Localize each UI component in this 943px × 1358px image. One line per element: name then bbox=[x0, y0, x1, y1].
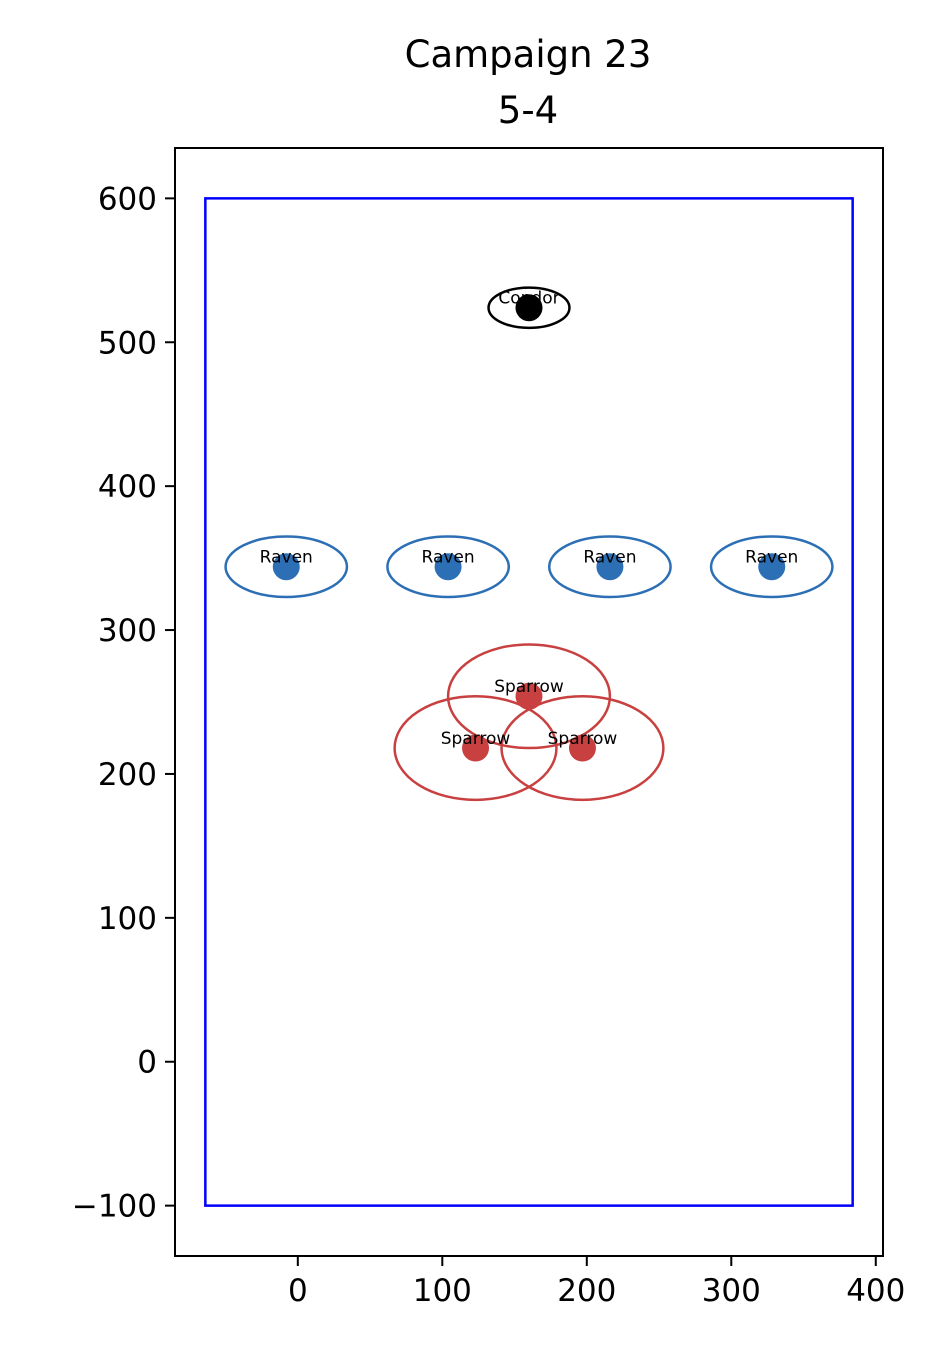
unit-point bbox=[515, 294, 543, 322]
y-tick-label: 400 bbox=[98, 469, 157, 505]
chart-subtitle: 5-4 bbox=[498, 89, 558, 132]
chart-title: Campaign 23 bbox=[405, 33, 652, 76]
x-tick-label: 100 bbox=[413, 1273, 472, 1309]
unit-range-ellipse bbox=[487, 286, 571, 330]
unit-label: Raven bbox=[260, 548, 313, 568]
y-tick-label: 500 bbox=[98, 325, 157, 361]
x-tick-label: 200 bbox=[557, 1273, 616, 1309]
unit-label: Condor bbox=[498, 289, 559, 309]
y-tick-label: 300 bbox=[98, 613, 157, 649]
x-tick-label: 300 bbox=[702, 1273, 761, 1309]
unit-label: Sparrow bbox=[494, 677, 564, 697]
unit-point bbox=[434, 553, 462, 581]
y-tick-label: 0 bbox=[137, 1045, 157, 1081]
unit-range-ellipse bbox=[224, 535, 349, 599]
y-tick-label: −100 bbox=[72, 1189, 157, 1225]
y-tick-label: 100 bbox=[98, 901, 157, 937]
unit-range-ellipse bbox=[500, 694, 665, 802]
unit-point bbox=[758, 553, 786, 581]
unit-label: Raven bbox=[422, 548, 475, 568]
y-tick-label: 200 bbox=[98, 757, 157, 793]
x-tick-label: 0 bbox=[288, 1273, 308, 1309]
unit-label: Sparrow bbox=[441, 729, 511, 749]
axes: 0 100 200 300 400 −100 0 100 200 300 400 500 600 bbox=[72, 181, 906, 1309]
unit-point bbox=[462, 734, 490, 762]
unit-range-ellipse bbox=[547, 535, 672, 599]
unit-label: Raven bbox=[745, 548, 798, 568]
y-tick-label: 600 bbox=[98, 181, 157, 217]
axes-frame bbox=[174, 147, 884, 1257]
unit-point bbox=[272, 553, 300, 581]
unit-point bbox=[568, 734, 596, 762]
unit-point bbox=[596, 553, 624, 581]
unit-label: Sparrow bbox=[548, 729, 618, 749]
unit-label: Raven bbox=[583, 548, 636, 568]
unit-range-ellipse bbox=[446, 643, 612, 750]
unit-point bbox=[515, 682, 543, 710]
unit-range-ellipse bbox=[709, 535, 834, 599]
x-tick-label: 400 bbox=[846, 1273, 905, 1309]
unit-range-ellipse bbox=[393, 694, 558, 802]
boundary-rect bbox=[204, 197, 854, 1207]
unit-range-ellipse bbox=[386, 535, 511, 599]
